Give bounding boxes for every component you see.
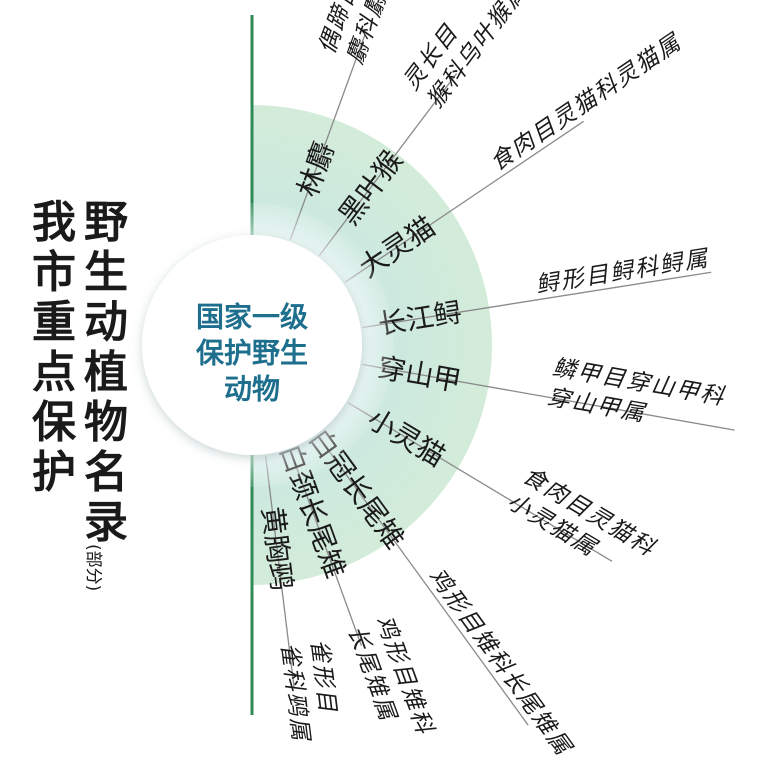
ray-line [317, 435, 529, 726]
taxonomy-label: 食肉目灵猫科灵猫属 [486, 29, 687, 176]
ray-line [347, 402, 613, 562]
taxonomy-label: 鸡形目雉科长尾雉属 [423, 564, 576, 761]
ray-line [344, 120, 584, 283]
ray-line [362, 363, 735, 431]
ray-line [289, 34, 366, 240]
taxonomy-label: 鲟形目鲟科鲟属 [534, 246, 711, 299]
taxonomy-label: 雀形目 [305, 638, 340, 716]
ray-group [265, 34, 735, 726]
center-label-line: 动物 [224, 373, 280, 406]
center-label-line: 保护野生 [196, 337, 308, 370]
ray-line [289, 450, 363, 646]
ray-line [318, 73, 458, 256]
ray-line [265, 456, 295, 688]
ray-line [362, 271, 712, 329]
page-subtitle: (部分) [83, 544, 103, 591]
center-label-line: 国家一级 [196, 301, 308, 334]
page-title-part2: 野生动植物名录 [84, 197, 128, 548]
center-circle [142, 235, 362, 455]
subtitle-text: (部分) [83, 544, 103, 591]
page-title-part1: 我市重点保护 [32, 197, 76, 498]
